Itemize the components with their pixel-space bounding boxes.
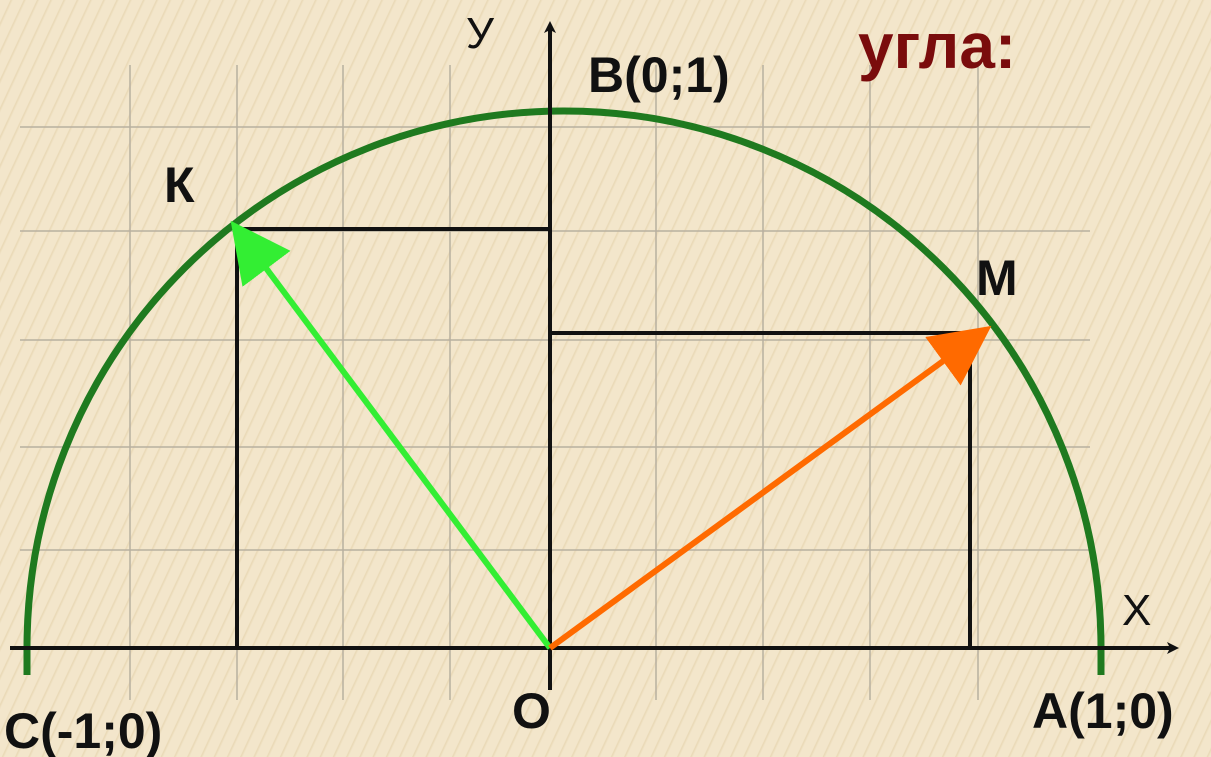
point-b-label: B(0;1) [588,47,730,103]
origin-label: О [512,683,551,739]
point-c-label: С(-1;0) [4,703,162,757]
x-axis-label: X [1122,586,1151,635]
point-k-label: К [164,157,195,213]
unit-semicircle [23,107,1105,675]
vector-om [548,325,992,651]
page-title-fragment: угла: [858,10,1016,82]
point-m-label: М [976,250,1018,306]
vector-ok [230,220,553,650]
y-axis-label: У [466,9,495,58]
point-a-label: A(1;0) [1032,683,1174,739]
